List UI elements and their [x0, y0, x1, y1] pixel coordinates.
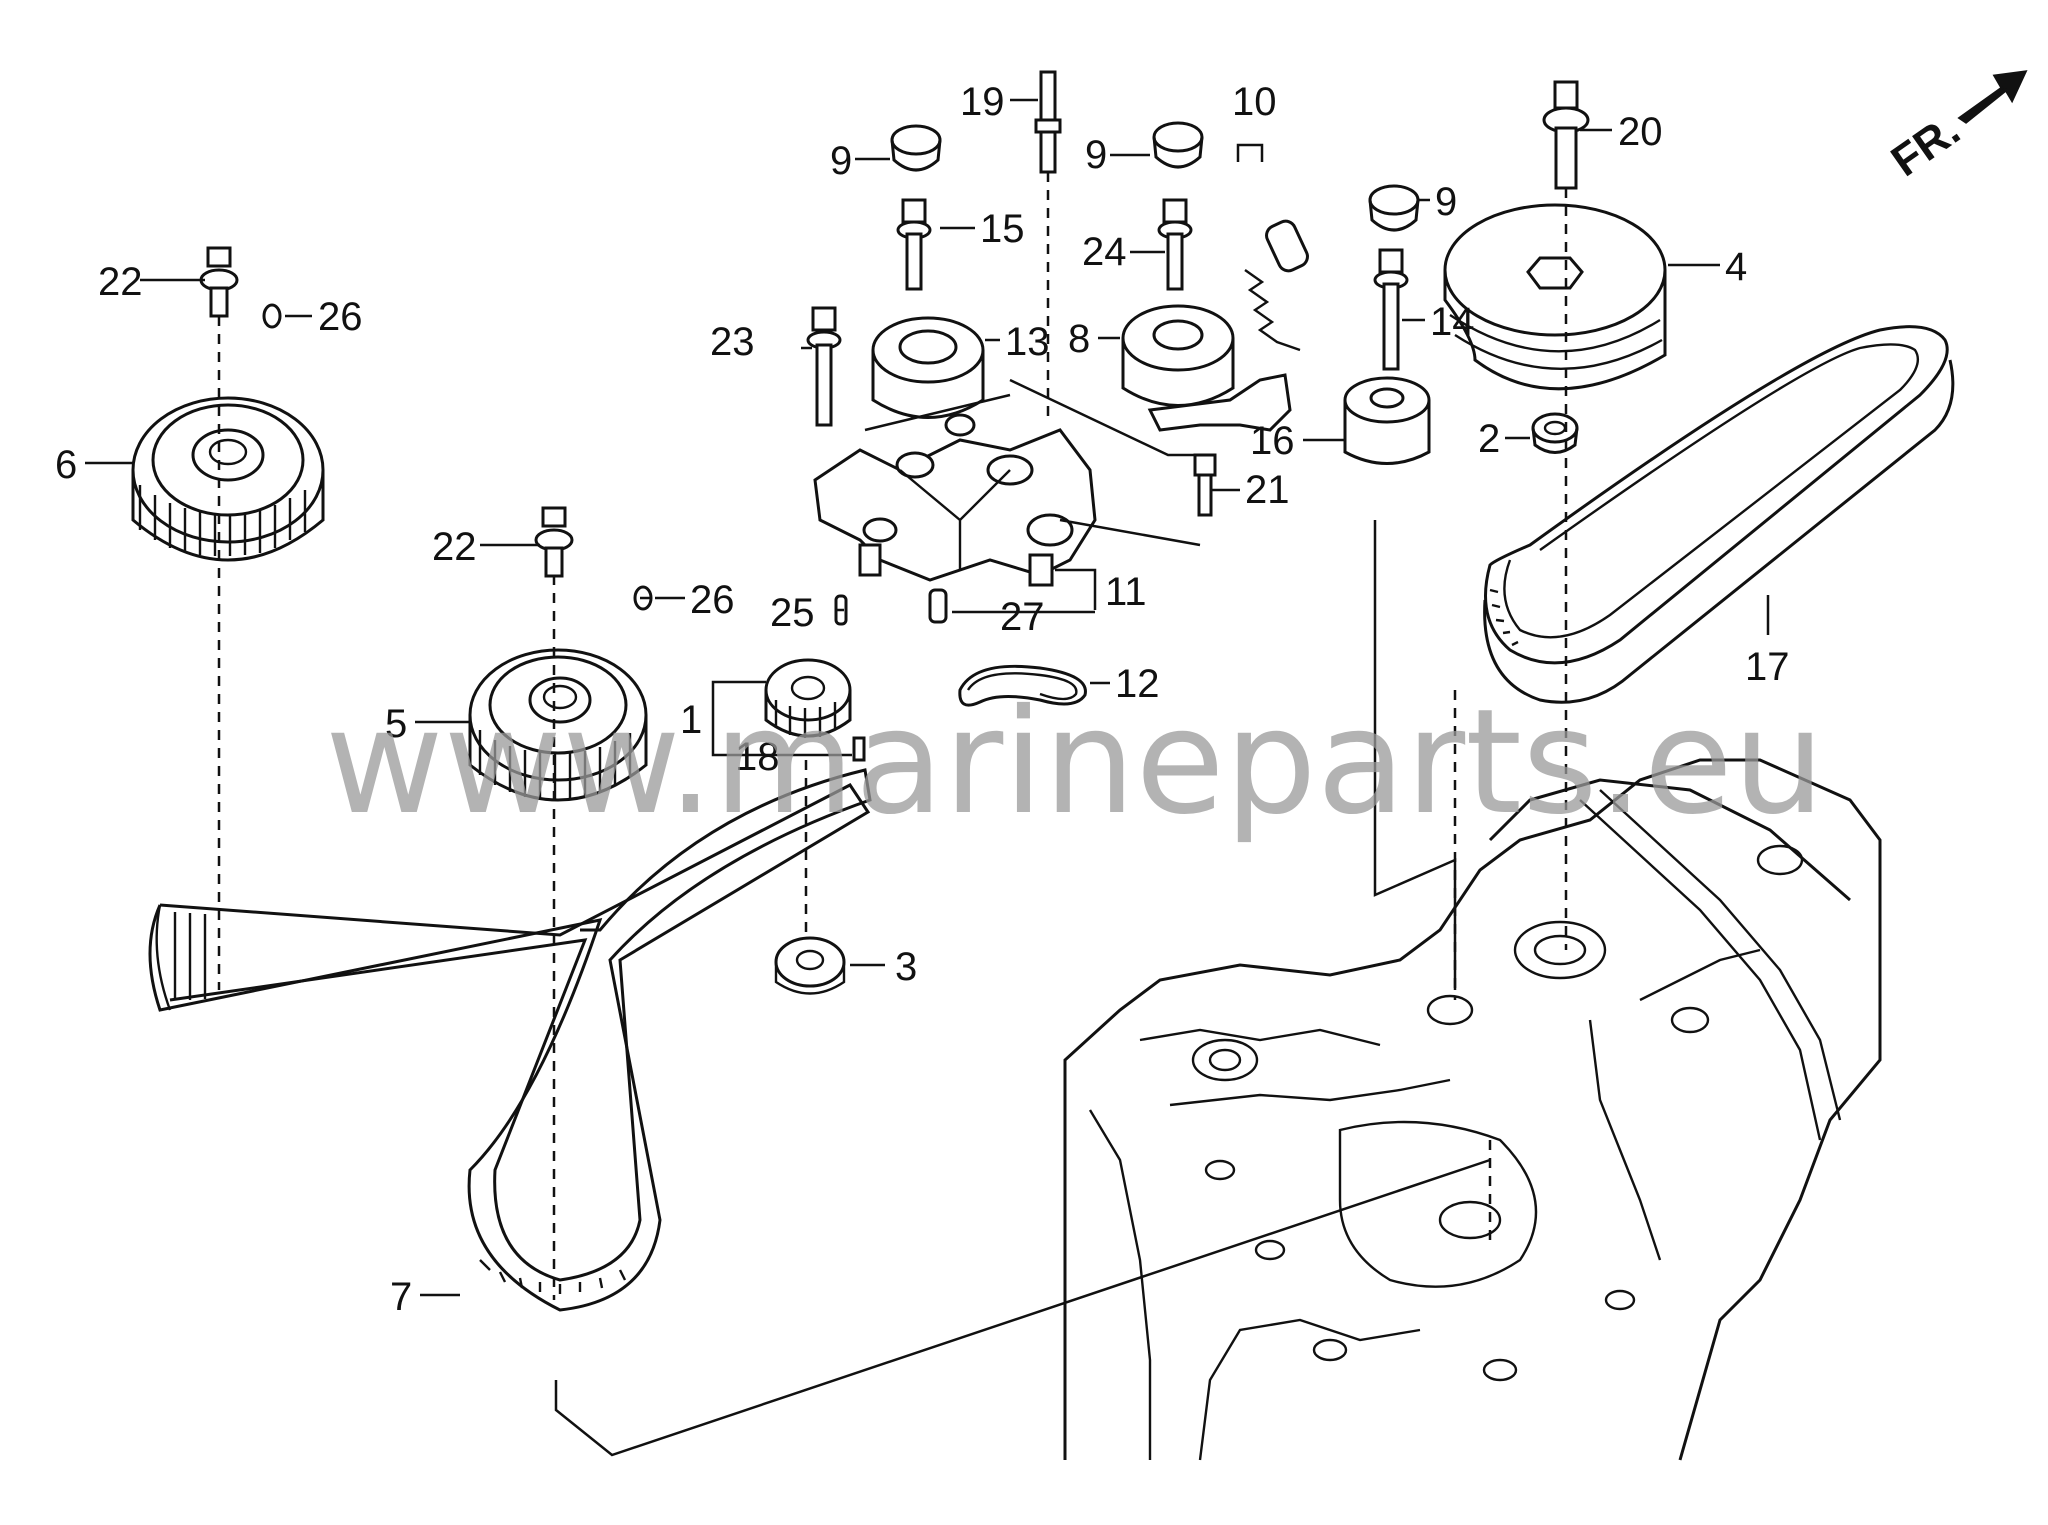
callout-9-middle: 9	[1085, 133, 1107, 177]
callout-18: 18	[735, 735, 780, 779]
callout-26-upper: 26	[318, 295, 363, 339]
callout-2: 2	[1478, 417, 1500, 461]
callout-19: 19	[960, 80, 1005, 124]
bolt-15	[896, 198, 932, 291]
small-sprocket	[774, 936, 846, 995]
callout-6: 6	[55, 443, 77, 487]
flange-bolt-22-lower	[534, 506, 574, 578]
callout-22-lower: 22	[432, 525, 477, 569]
spring-10	[1244, 219, 1309, 352]
callout-25: 25	[770, 591, 815, 635]
callout-9-left: 9	[830, 139, 852, 183]
tensioner-pulley-8	[1121, 304, 1292, 432]
bolt-20	[1542, 80, 1590, 190]
callout-17: 17	[1745, 645, 1790, 689]
stud-19	[1034, 70, 1062, 174]
washer-2	[1531, 412, 1579, 454]
callout-11: 11	[1105, 570, 1147, 614]
callout-7: 7	[390, 1275, 412, 1319]
watermark-text: www.marineparts.eu	[325, 678, 1825, 847]
drive-sprocket	[764, 658, 852, 738]
callout-numbers: 22 26 6 22 26 5 7 1 18 3 25 9 15 19 23 1…	[55, 80, 1790, 1319]
timing-belt-17	[1483, 325, 1955, 704]
cap-9-middle	[1152, 121, 1204, 169]
callout-8: 8	[1068, 317, 1090, 361]
idler-16	[1343, 376, 1431, 465]
tensioner-bracket-11	[813, 413, 1097, 587]
cap-9-left	[890, 124, 942, 172]
bolt-23	[806, 306, 842, 427]
bolt-14	[1373, 248, 1409, 371]
leader-lines	[217, 172, 1568, 1457]
callout-20: 20	[1618, 110, 1663, 154]
callout-27: 27	[1000, 595, 1045, 639]
callout-13: 13	[1005, 320, 1050, 364]
callout-14: 14	[1430, 300, 1475, 344]
callout-15: 15	[980, 207, 1025, 251]
washer-26-upper	[262, 303, 282, 329]
pulley-4	[1443, 203, 1667, 391]
timing-pulley-large	[131, 396, 325, 562]
callout-23: 23	[710, 320, 755, 364]
callout-5: 5	[385, 702, 407, 746]
dowel-pin-27	[928, 588, 948, 624]
callout-9-right: 9	[1435, 180, 1457, 224]
callout-16: 16	[1250, 419, 1295, 463]
callout-12: 12	[1115, 662, 1160, 706]
callout-22-upper: 22	[98, 260, 143, 304]
callout-leaders	[85, 98, 1770, 1297]
front-direction-indicator: FR.	[1883, 70, 2028, 186]
flange-bolt-22-upper	[199, 246, 239, 318]
o-ring-12	[958, 664, 1087, 707]
callout-21: 21	[1245, 468, 1290, 512]
callout-24: 24	[1082, 230, 1127, 274]
callout-4: 4	[1725, 245, 1747, 289]
key-18	[852, 736, 866, 762]
engine-block	[1063, 758, 1882, 1461]
timing-pulley-medium	[468, 648, 648, 802]
callout-1: 1	[680, 698, 702, 742]
callout-10: 10	[1232, 80, 1277, 124]
front-label: FR.	[1883, 105, 1969, 186]
front-arrow-icon	[1957, 70, 2028, 124]
bolt-24	[1157, 198, 1193, 291]
bolt-21	[1193, 453, 1217, 517]
tensioner-pulley-13	[871, 316, 985, 419]
callout-26-lower: 26	[690, 578, 735, 622]
cap-9-right	[1368, 184, 1420, 232]
callout-3: 3	[895, 945, 917, 989]
timing-belt-main	[148, 768, 872, 1312]
